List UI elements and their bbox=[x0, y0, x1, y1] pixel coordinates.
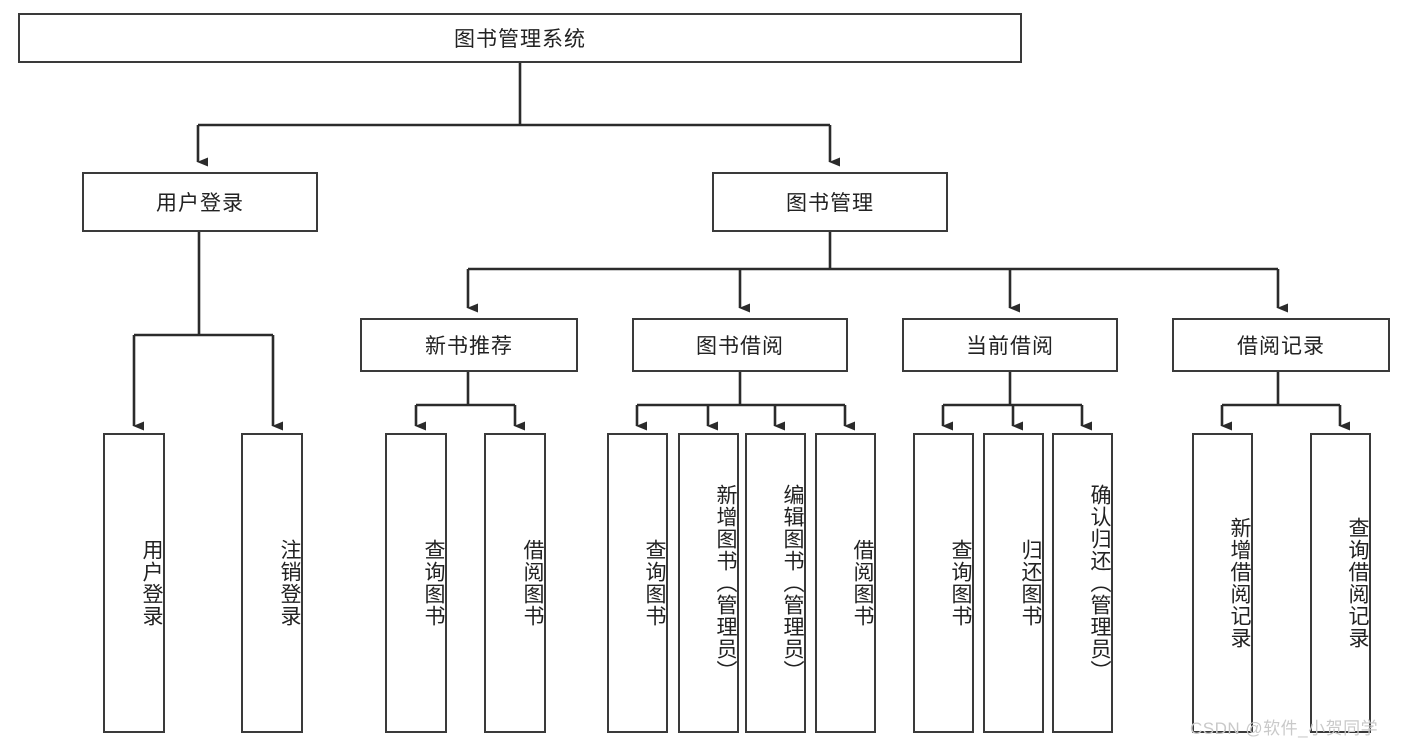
leaf-borrow-edit-book-admin[interactable]: 编辑图书（管理员） bbox=[745, 433, 806, 733]
leaf-record-add-record[interactable]: 新增借阅记录 bbox=[1192, 433, 1253, 733]
node-user-login[interactable]: 用户登录 bbox=[82, 172, 318, 232]
leaf-borrow-add-book-admin[interactable]: 新增图书（管理员） bbox=[678, 433, 739, 733]
leaf-recommend-borrow-book[interactable]: 借阅图书 bbox=[484, 433, 546, 733]
watermark-text: CSDN @软件_小贺同学 bbox=[1190, 719, 1379, 738]
leaf-current-confirm-return-admin[interactable]: 确认归还（管理员） bbox=[1052, 433, 1113, 733]
leaf-borrow-borrow-book[interactable]: 借阅图书 bbox=[815, 433, 876, 733]
node-current-borrow[interactable]: 当前借阅 bbox=[902, 318, 1118, 372]
leaf-current-return-book[interactable]: 归还图书 bbox=[983, 433, 1044, 733]
node-borrow-record[interactable]: 借阅记录 bbox=[1172, 318, 1390, 372]
leaf-record-query-record[interactable]: 查询借阅记录 bbox=[1310, 433, 1371, 733]
leaf-borrow-query-book[interactable]: 查询图书 bbox=[607, 433, 668, 733]
leaf-current-query-book[interactable]: 查询图书 bbox=[913, 433, 974, 733]
leaf-user-login-signin[interactable]: 用户登录 bbox=[103, 433, 165, 733]
leaf-user-login-signout[interactable]: 注销登录 bbox=[241, 433, 303, 733]
leaf-recommend-query-book[interactable]: 查询图书 bbox=[385, 433, 447, 733]
node-book-borrow[interactable]: 图书借阅 bbox=[632, 318, 848, 372]
node-new-book-recommend[interactable]: 新书推荐 bbox=[360, 318, 578, 372]
node-book-management[interactable]: 图书管理 bbox=[712, 172, 948, 232]
node-root-system[interactable]: 图书管理系统 bbox=[18, 13, 1022, 63]
